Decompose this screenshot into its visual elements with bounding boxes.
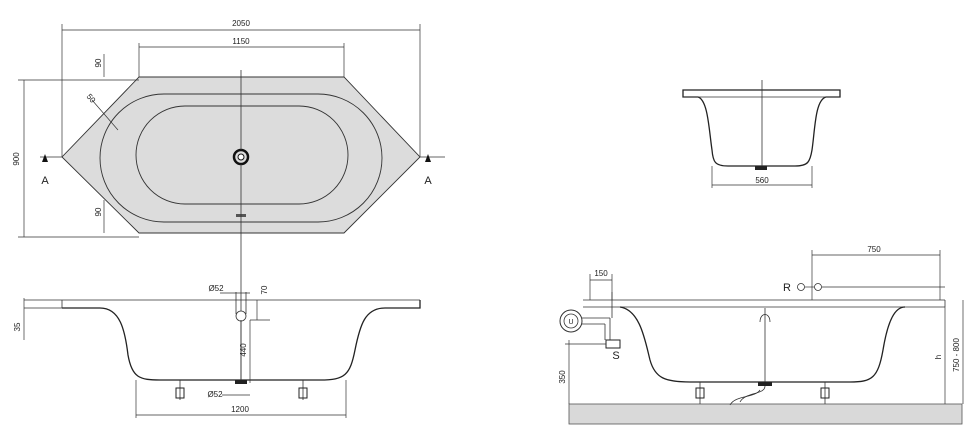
installation-view: U S 150 350 R 750 h 750 - 800 xyxy=(558,245,964,425)
valve-label: U xyxy=(568,319,573,326)
dim-offset: 150 xyxy=(594,269,608,278)
section-marker-right: A xyxy=(424,175,432,187)
dim-top-offset: 90 xyxy=(94,58,103,67)
dim-end-width: 560 xyxy=(755,176,769,185)
r-label: R xyxy=(783,282,791,294)
dim-inner-length: 1150 xyxy=(232,37,250,46)
dim-rim-height: 70 xyxy=(260,285,269,294)
dim-outlet-depth: 440 xyxy=(239,343,248,357)
install-foot-left-icon xyxy=(695,382,705,404)
dim-base-length: 1200 xyxy=(231,405,249,414)
floor-block xyxy=(568,403,963,425)
dim-radius: 50 xyxy=(85,92,98,105)
valve-icon xyxy=(559,309,583,333)
foot-left-icon xyxy=(175,380,185,400)
end-view: 560 xyxy=(682,80,841,188)
siphon-label: S xyxy=(612,350,619,362)
plan-view: 2050 1150 900 90 90 50 A A xyxy=(12,19,445,380)
dim-bottom-offset: 90 xyxy=(94,207,103,216)
install-foot-right-icon xyxy=(820,382,830,404)
dim-floor-height: 350 xyxy=(558,370,567,384)
section-view: Ø52 70 440 Ø52 35 1200 xyxy=(13,284,421,418)
siphon-box xyxy=(605,339,621,349)
dim-r-distance: 750 xyxy=(867,245,881,254)
dim-outlet-diameter-top: Ø52 xyxy=(208,284,224,293)
dim-outlet-diameter-bottom: Ø52 xyxy=(207,390,223,399)
tub-basin-outline xyxy=(135,105,349,205)
dim-overall-width: 900 xyxy=(12,152,21,166)
h-label: h xyxy=(934,355,943,359)
section-marker-left: A xyxy=(41,175,49,187)
foot-right-icon xyxy=(298,380,308,400)
dim-edge-thickness: 35 xyxy=(13,322,22,331)
dim-height-range: 750 - 800 xyxy=(952,338,961,372)
dim-overall-length: 2050 xyxy=(232,19,250,28)
